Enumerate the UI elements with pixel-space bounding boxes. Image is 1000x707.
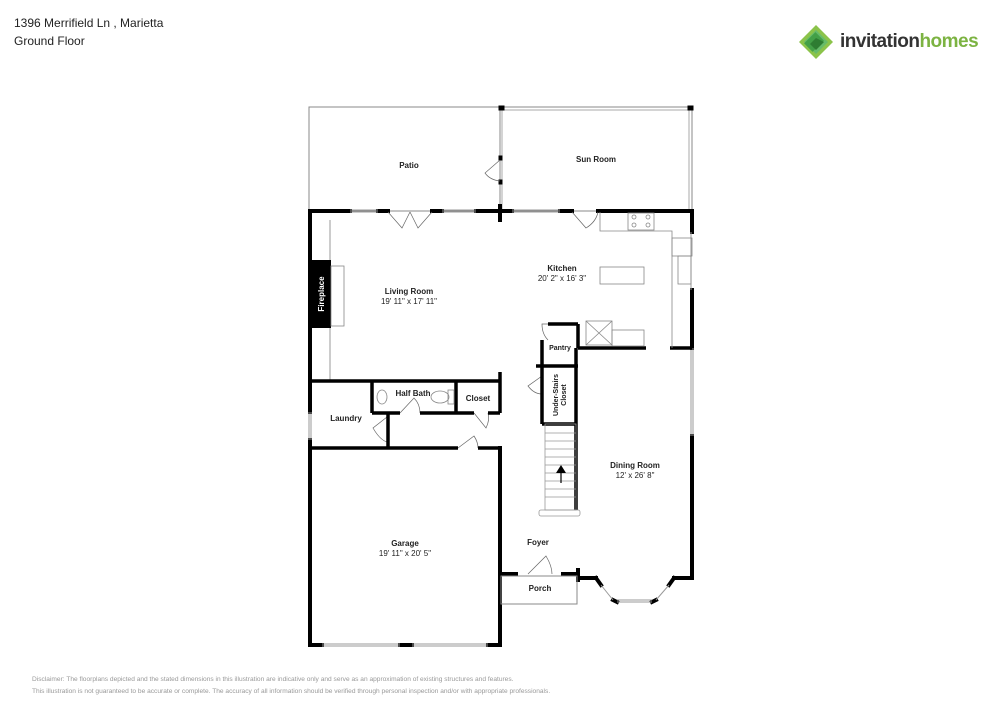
label-sun-room: Sun Room — [576, 155, 616, 164]
label-closet: Closet — [466, 394, 491, 403]
label-dining-room: Dining Room — [610, 461, 660, 470]
label-patio: Patio — [399, 161, 419, 170]
disclaimer-line-2: This illustration is not guaranteed to b… — [32, 688, 551, 695]
dims-living-room: 19' 11" x 17' 11" — [381, 297, 437, 306]
brand-name: invitationhomes — [840, 31, 979, 52]
hearth — [330, 265, 345, 327]
doors — [372, 211, 599, 575]
label-kitchen: Kitchen — [547, 264, 576, 273]
disclaimer-line-1: Disclaimer: The floorplans depicted and … — [32, 676, 514, 683]
exterior-walls — [308, 204, 694, 647]
floor-label: Ground Floor — [14, 34, 85, 48]
header: 1396 Merrifield Ln , Marietta Ground Flo… — [14, 14, 163, 50]
address: 1396 Merrifield Ln , Marietta — [14, 16, 164, 30]
label-living-room: Living Room — [385, 287, 433, 296]
label-fireplace: Fireplace — [317, 276, 326, 312]
brand-logo: invitationhomes — [798, 24, 979, 60]
disclaimer: Disclaimer: The floorplans depicted and … — [32, 674, 550, 698]
label-pantry: Pantry — [549, 345, 571, 352]
staircase — [538, 423, 581, 517]
label-garage: Garage — [391, 539, 419, 548]
label-foyer: Foyer — [527, 538, 549, 547]
label-laundry: Laundry — [330, 414, 362, 423]
fireplace-block — [310, 260, 331, 328]
porch-outline — [500, 575, 578, 605]
label-under-stairs-2: Closet — [561, 384, 568, 406]
dims-dining-room: 12' x 26' 8" — [616, 471, 655, 480]
dims-kitchen: 20' 2" x 16' 3" — [538, 274, 586, 283]
logo-icon — [799, 25, 833, 59]
patio-outline — [308, 106, 501, 212]
label-under-stairs-1: Under-Stairs — [553, 374, 560, 416]
label-half-bath: Half Bath — [395, 389, 430, 398]
bath-fixtures — [376, 389, 455, 405]
dims-garage: 19' 11" x 20' 5" — [379, 549, 431, 558]
label-porch: Porch — [529, 584, 552, 593]
kitchen-fixtures — [585, 212, 693, 348]
